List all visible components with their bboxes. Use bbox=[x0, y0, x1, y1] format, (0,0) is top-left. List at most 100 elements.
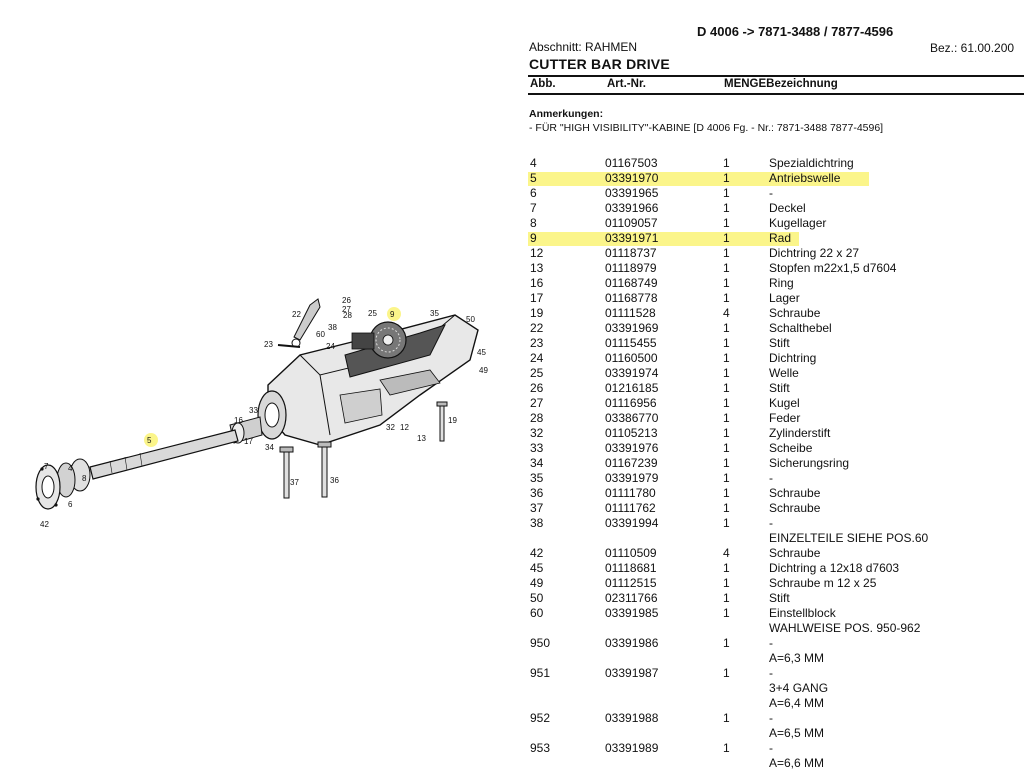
quantity-cell: 1 bbox=[723, 666, 730, 680]
art-nr-cell: 01118681 bbox=[605, 561, 657, 575]
description-cell: Kugel bbox=[769, 396, 800, 410]
abb-cell: 950 bbox=[530, 636, 551, 650]
abb-cell: 16 bbox=[530, 276, 544, 290]
column-header-abb: Abb. bbox=[530, 78, 556, 90]
description-cell: A=6,5 MM bbox=[769, 726, 825, 740]
abb-cell: 27 bbox=[530, 396, 544, 410]
header-divider-bottom bbox=[528, 93, 1024, 95]
description-cell: WAHLWEISE POS. 950-962 bbox=[769, 621, 921, 635]
description-cell: Stopfen m22x1,5 d7604 bbox=[769, 261, 897, 275]
description-cell: Dichtring bbox=[769, 351, 817, 365]
description-cell: Welle bbox=[769, 366, 799, 380]
art-nr-cell: 03391988 bbox=[605, 711, 659, 725]
description-cell: Einstellblock bbox=[769, 606, 836, 620]
art-nr-cell: 03391965 bbox=[605, 186, 659, 200]
quantity-cell: 1 bbox=[723, 171, 730, 185]
callout-label: 28 bbox=[343, 311, 352, 320]
description-cell: Ring bbox=[769, 276, 794, 290]
description-cell: Scheibe bbox=[769, 441, 813, 455]
description-cell: Deckel bbox=[769, 201, 806, 215]
abb-cell: 34 bbox=[530, 456, 544, 470]
abb-cell: 17 bbox=[530, 291, 544, 305]
description-cell: Lager bbox=[769, 291, 800, 305]
column-header-menge-bez: MENGEBezeichnung bbox=[724, 78, 838, 90]
description-cell: - bbox=[769, 711, 773, 725]
quantity-cell: 1 bbox=[723, 576, 730, 590]
art-nr-cell: 01105213 bbox=[605, 426, 658, 440]
quantity-cell: 1 bbox=[723, 411, 730, 425]
abb-cell: 12 bbox=[530, 246, 544, 260]
art-nr-cell: 03391976 bbox=[605, 441, 659, 455]
quantity-cell: 1 bbox=[723, 561, 730, 575]
highlight-marker-5 bbox=[144, 433, 158, 447]
abb-cell: 19 bbox=[530, 306, 544, 320]
callout-label: 45 bbox=[477, 348, 486, 357]
page-title: CUTTER BAR DRIVE bbox=[529, 56, 670, 72]
quantity-cell: 1 bbox=[723, 336, 730, 350]
callout-label: 17 bbox=[244, 437, 253, 446]
description-cell: Dichtring 22 x 27 bbox=[769, 246, 860, 260]
abb-cell: 4 bbox=[530, 156, 537, 170]
abb-cell: 23 bbox=[530, 336, 544, 350]
callout-label: 5 bbox=[147, 436, 152, 445]
callout-label: 24 bbox=[326, 342, 335, 351]
description-cell: Stift bbox=[769, 591, 790, 605]
bez-number: Bez.: 61.00.200 bbox=[930, 41, 1015, 55]
quantity-cell: 1 bbox=[723, 351, 730, 365]
abb-cell: 9 bbox=[530, 231, 537, 245]
quantity-cell: 1 bbox=[723, 426, 730, 440]
art-nr-cell: 03391989 bbox=[605, 741, 659, 755]
art-nr-cell: 03391994 bbox=[605, 516, 659, 530]
art-nr-cell: 01167503 bbox=[605, 156, 658, 170]
description-cell: Rad bbox=[769, 231, 792, 245]
description-cell: Schraube bbox=[769, 501, 821, 515]
abb-cell: 36 bbox=[530, 486, 544, 500]
callout-label: 26 bbox=[342, 296, 351, 305]
art-nr-cell: 01115455 bbox=[605, 336, 657, 350]
description-cell: - bbox=[769, 741, 773, 755]
abb-cell: 26 bbox=[530, 381, 544, 395]
description-cell: A=6,3 MM bbox=[769, 651, 825, 665]
abb-cell: 35 bbox=[530, 471, 544, 485]
highlight-marker-9 bbox=[387, 307, 401, 321]
callout-label: 34 bbox=[265, 443, 274, 452]
callout-label: 23 bbox=[264, 340, 273, 349]
description-cell: Kugellager bbox=[769, 216, 827, 230]
art-nr-cell: 03391974 bbox=[605, 366, 659, 380]
abb-cell: 6 bbox=[530, 186, 537, 200]
art-nr-cell: 01111780 bbox=[605, 486, 656, 500]
callout-label: 38 bbox=[328, 323, 337, 332]
quantity-cell: 1 bbox=[723, 321, 730, 335]
quantity-cell: 1 bbox=[723, 366, 730, 380]
quantity-cell: 1 bbox=[723, 396, 730, 410]
callout-label: 60 bbox=[316, 330, 325, 339]
art-nr-cell: 03391986 bbox=[605, 636, 659, 650]
art-nr-cell: 03391987 bbox=[605, 666, 659, 680]
abb-cell: 5 bbox=[530, 171, 537, 185]
art-nr-cell: 03391969 bbox=[605, 321, 659, 335]
art-nr-cell: 01111762 bbox=[605, 501, 656, 515]
art-nr-cell: 01167239 bbox=[605, 456, 658, 470]
notes-text: - FÜR "HIGH VISIBILITY"-KABINE [D 4006 F… bbox=[529, 122, 884, 134]
quantity-cell: 1 bbox=[723, 231, 730, 245]
callout-label: 36 bbox=[330, 476, 339, 485]
bolts bbox=[279, 401, 448, 499]
description-cell: A=6,4 MM bbox=[769, 696, 825, 710]
abb-cell: 24 bbox=[530, 351, 544, 365]
callout-label: 32 bbox=[386, 423, 395, 432]
row-highlight bbox=[528, 232, 799, 246]
description-cell: Schalthebel bbox=[769, 321, 832, 335]
description-cell: Dichtring a 12x18 d7603 bbox=[769, 561, 900, 575]
quantity-cell: 1 bbox=[723, 501, 730, 515]
description-cell: Zylinderstift bbox=[769, 426, 831, 440]
callout-label: 22 bbox=[292, 310, 301, 319]
description-cell: Antriebswelle bbox=[769, 171, 841, 185]
quantity-cell: 1 bbox=[723, 216, 730, 230]
art-nr-cell: 01168749 bbox=[605, 276, 658, 290]
art-nr-cell: 02311766 bbox=[605, 591, 658, 605]
description-cell: Stift bbox=[769, 381, 790, 395]
description-cell: Feder bbox=[769, 411, 801, 425]
art-nr-cell: 01118979 bbox=[605, 261, 657, 275]
quantity-cell: 1 bbox=[723, 276, 730, 290]
art-nr-cell: 03391966 bbox=[605, 201, 659, 215]
